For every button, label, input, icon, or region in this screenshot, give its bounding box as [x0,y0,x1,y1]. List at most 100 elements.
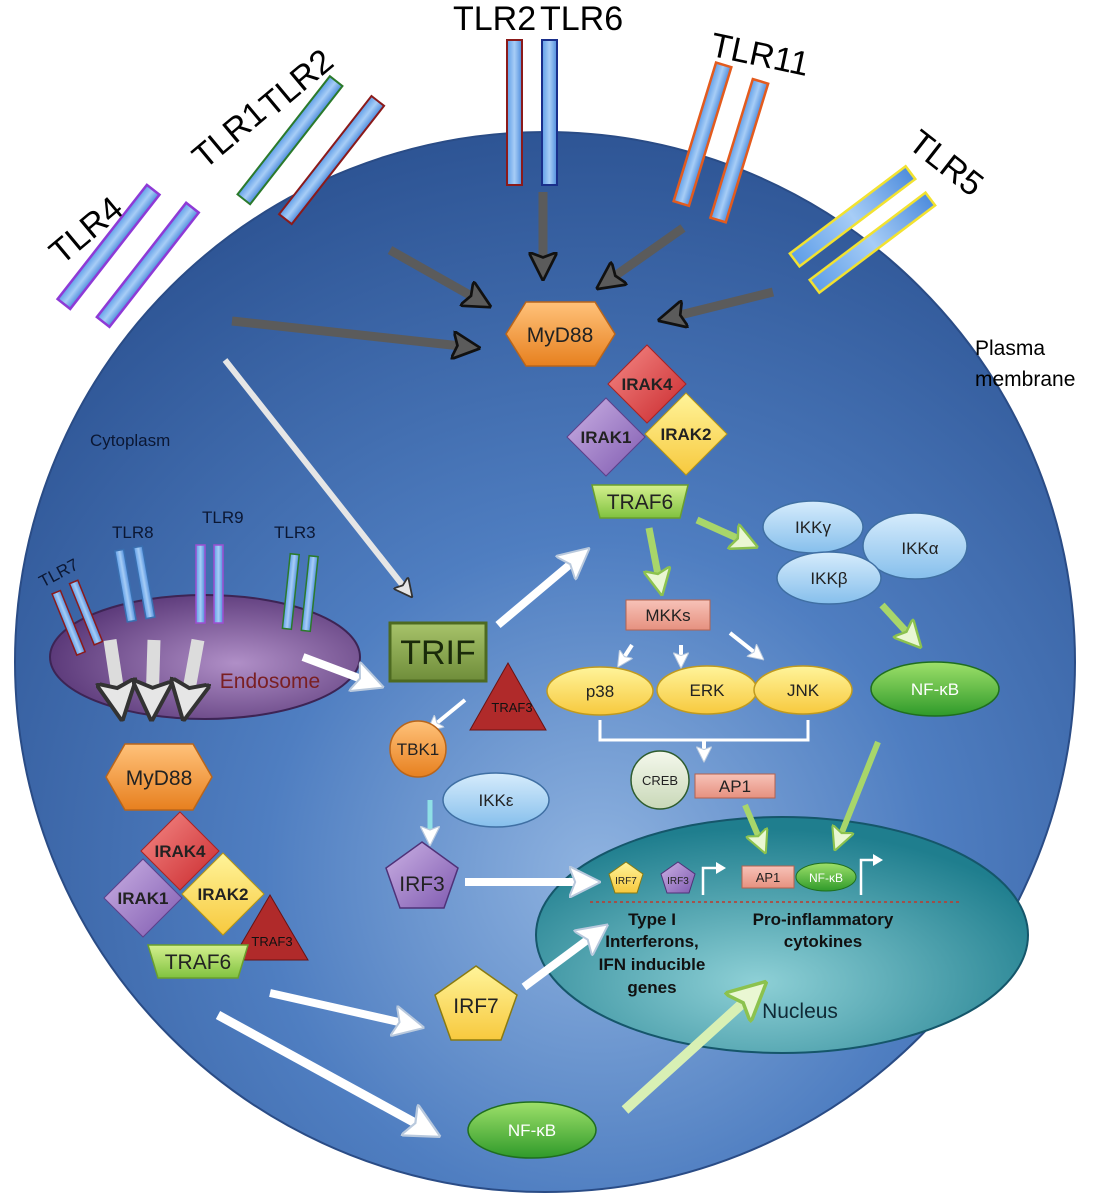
jnk [753,665,853,715]
receptor-tlr7 [51,579,104,657]
jnk-label: JNK [787,681,820,700]
type1-ifn-line3: IFN inducible [599,955,706,974]
irak1-bottom-label: IRAK1 [117,889,168,908]
ap1-cyto [694,773,776,799]
arrow-irf7-nucleus [521,932,598,991]
arrow-nfkb-bottom-nucleus [621,992,755,1114]
receptor-tlr9-b [213,544,224,624]
trif-label: TRIF [400,634,476,672]
myd88-bottom [105,743,213,811]
irak2-top-label: IRAK2 [660,425,711,444]
arrow-traf6-mkks [649,527,660,585]
arrow-traf6-nfkb [215,1011,428,1130]
nuc-irf3 [660,861,696,894]
type1-ifn-line2: Interferons, [605,932,699,951]
p38-label: p38 [586,682,614,701]
arrow-tlr11-myd88 [605,224,686,283]
arrow-tlr4-trif [222,358,408,592]
mkks-box [625,599,711,631]
arrow-endosome-myd88-2 [152,639,154,706]
plasma-membrane-label-line1: Plasma [975,337,1045,360]
receptor-tlr1-tlr2 [236,74,386,226]
traf3-top-label: TRAF3 [491,700,532,715]
arrow-mkks-p38 [621,643,634,662]
nuc-irf3-label: IRF3 [667,876,689,887]
receptor-tlr5 [788,164,937,295]
tlr3-label: TLR3 [274,523,316,542]
ikk-alpha [862,512,968,580]
traf6-top-label: TRAF6 [607,491,674,514]
tlr6-label: TLR6 [540,0,623,38]
arrow-ap1-nucleus [742,803,762,845]
tlr5-label: TLR5 [901,123,990,204]
receptor-tlr2-tlr6 [506,39,558,186]
nuc-irf7 [608,861,644,894]
proinflam-line1: Pro-inflammatory [753,910,894,929]
irak1-top [566,397,646,477]
arrow-tlr1-myd88 [387,246,482,302]
erk-label: ERK [690,681,726,700]
promoter-arrow-cytokine [859,858,877,895]
arrow-mkks-jnk [728,631,759,656]
ikk-beta [776,551,882,605]
nucleus [535,816,1029,1054]
irak2-bottom-label: IRAK2 [197,885,248,904]
nfkb-bottom [467,1101,597,1159]
irak2-top [644,392,728,476]
nuc-ap1 [741,865,795,889]
traf6-top [591,484,689,519]
arrow-traf3-tbk1 [432,698,467,727]
irak1-bottom [103,858,183,938]
receptor-tlr3 [281,552,319,633]
plasma-membrane-label-line2: membrane [975,368,1075,391]
irak1-top-label: IRAK1 [580,428,631,447]
receptor-tlr4 [55,183,201,329]
tlr8-label: TLR8 [112,523,154,542]
arrow-endosome-myd88-1 [110,639,120,706]
type1-ifn-line1: Type I [628,910,676,929]
myd88-top-label: MyD88 [527,324,594,347]
irf7-label: IRF7 [453,995,499,1018]
receptor-tlr9-a [195,544,206,624]
nfkb-right-label: NF-κB [911,680,959,699]
nfkb-bottom-label: NF-κB [508,1121,556,1140]
ikk-beta-label: IKKβ [810,569,847,588]
creb [630,750,690,810]
nuc-ap1-label: AP1 [756,870,781,885]
promoter-arrow-ifn [701,866,720,895]
tlr9-label: TLR9 [202,508,244,527]
tlr2-label-top: TLR2 [453,0,536,38]
type1-ifn-line4: genes [627,978,676,997]
irak4-bottom-label: IRAK4 [154,842,206,861]
arrow-tlr5-myd88 [668,287,775,318]
proinflam-line2: cytokines [784,932,862,951]
traf6-bottom-label: TRAF6 [165,951,232,974]
traf3-bottom-label: TRAF3 [251,934,292,949]
myd88-top [505,301,616,367]
arrow-tlr4-myd88 [231,316,470,347]
promoter-arrow-cytokine-head [873,854,883,866]
irf3-label: IRF3 [399,873,445,896]
endosome-label: Endosome [220,670,320,693]
nucleus-label: Nucleus [762,1000,838,1023]
promoter-arrow-ifn-head [716,862,726,874]
tbk1-label: TBK1 [397,740,440,759]
arrow-trif-traf6 [495,556,580,629]
nuc-nfkb-label: NF-κB [809,871,843,885]
irf7 [434,965,518,1041]
nfkb-right [870,661,1000,717]
ikk-gamma-label: IKKγ [795,518,831,537]
ikk-epsilon [442,772,550,828]
traf3-top [469,661,547,731]
myd88-bottom-label: MyD88 [126,767,193,790]
creb-label: CREB [642,773,678,788]
receptor-tlr11 [672,60,770,224]
ikk-alpha-label: IKKα [901,539,938,558]
traf6-bottom [146,944,250,979]
arrow-nfkb-nucleus [838,740,881,842]
irak4-top-label: IRAK4 [621,375,673,394]
nuc-nfkb [795,862,857,892]
mkks-label: MKKs [645,606,690,625]
irak4-top [607,344,687,424]
